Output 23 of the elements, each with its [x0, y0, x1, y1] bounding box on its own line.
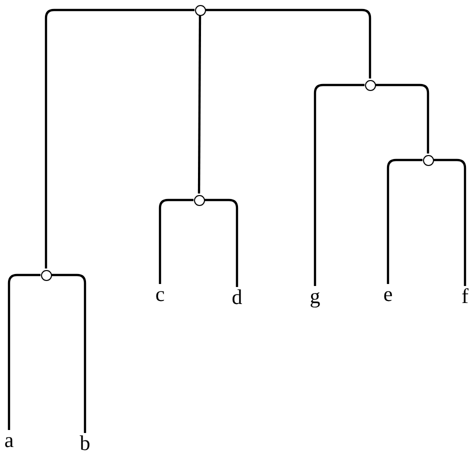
junction-circle	[40, 270, 52, 280]
tree-branch	[44, 8, 194, 268]
leaf-label: g	[305, 285, 325, 307]
tree-branch	[314, 84, 364, 286]
tree-branch	[434, 158, 466, 286]
tree-branch	[204, 198, 238, 287]
tree-branch	[206, 8, 372, 78]
leaf-label: c	[150, 283, 170, 305]
leaf-label: e	[378, 283, 398, 305]
junction-circle	[422, 154, 434, 166]
leaf-label: f	[455, 285, 474, 307]
leaf-label: d	[227, 286, 247, 308]
tree-branch	[376, 84, 430, 154]
tree-branch	[158, 198, 194, 284]
junction-circle	[194, 194, 204, 206]
tree-branch	[386, 158, 422, 284]
junction-circle	[364, 80, 376, 90]
leaf-label: b	[75, 432, 95, 454]
leaf-label: a	[0, 429, 19, 451]
junction-circle	[194, 4, 206, 16]
tree-branch	[198, 16, 202, 194]
tree-branch	[52, 274, 86, 433]
tree-branch	[8, 274, 40, 430]
